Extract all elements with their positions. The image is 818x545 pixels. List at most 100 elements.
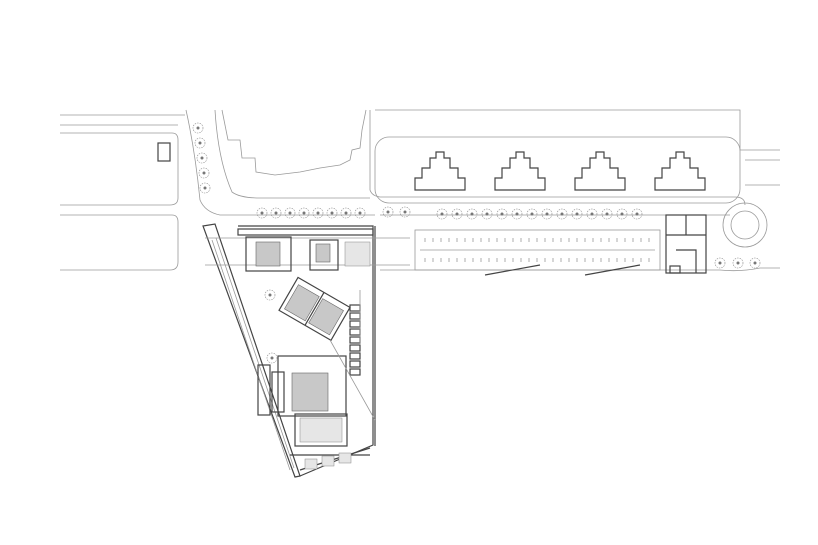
tree-trunk — [575, 212, 579, 216]
tree-canopy — [481, 208, 493, 220]
tree-trunk — [260, 211, 264, 215]
tree-canopy — [451, 208, 463, 220]
tree-trunk — [500, 212, 504, 216]
tree-trunk — [316, 211, 320, 215]
stepped-building — [574, 151, 626, 191]
small-building — [665, 214, 707, 274]
tree-canopy — [382, 206, 394, 218]
tree-trunk — [200, 156, 204, 160]
tree-canopy — [196, 152, 208, 164]
tree-canopy — [541, 208, 553, 220]
tree-canopy — [326, 207, 338, 219]
tree-icon — [312, 207, 324, 219]
tree-canopy — [496, 208, 508, 220]
tree-icon — [192, 122, 204, 134]
parking-area — [414, 229, 661, 276]
stepped-building — [414, 151, 466, 191]
tree-icon — [541, 208, 553, 220]
tree-trunk — [736, 261, 740, 265]
tree-trunk — [196, 126, 200, 130]
room — [349, 336, 361, 344]
tree-icon — [556, 208, 568, 220]
tree-trunk — [288, 211, 292, 215]
room — [349, 304, 361, 312]
tree-canopy — [256, 207, 268, 219]
tree-trunk — [330, 211, 334, 215]
tree-icon — [198, 167, 210, 179]
tree-trunk — [560, 212, 564, 216]
room — [349, 344, 361, 352]
tree-trunk — [198, 141, 202, 145]
tree-canopy — [586, 208, 598, 220]
tree-trunk — [358, 211, 362, 215]
tree-canopy — [466, 208, 478, 220]
tree-icon — [601, 208, 613, 220]
tree-trunk — [545, 212, 549, 216]
tree-canopy — [340, 207, 352, 219]
stepped-building — [654, 151, 706, 191]
tree-trunk — [270, 356, 274, 360]
tree-trunk — [605, 212, 609, 216]
tree-icon — [298, 207, 310, 219]
tree-icon — [196, 152, 208, 164]
tree-trunk — [485, 212, 489, 216]
tree-icon — [256, 207, 268, 219]
stepped-building — [494, 151, 546, 191]
tree-canopy — [194, 137, 206, 149]
tree-canopy — [511, 208, 523, 220]
tree-trunk — [455, 212, 459, 216]
tree-trunk — [274, 211, 278, 215]
tree-canopy — [192, 122, 204, 134]
tree-icon — [399, 206, 411, 218]
tree-trunk — [753, 261, 757, 265]
cultural-complex — [202, 223, 410, 478]
tree-canopy — [436, 208, 448, 220]
tree-icon — [264, 289, 276, 301]
tree-canopy — [571, 208, 583, 220]
tree-trunk — [620, 212, 624, 216]
room — [349, 328, 361, 336]
tree-icon — [194, 137, 206, 149]
tree-canopy — [264, 289, 276, 301]
tree-icon — [732, 257, 744, 269]
tree-canopy — [270, 207, 282, 219]
tree-canopy — [399, 206, 411, 218]
roads — [60, 109, 780, 272]
tree-icon — [284, 207, 296, 219]
tree-canopy — [556, 208, 568, 220]
tree-icon — [382, 206, 394, 218]
existing-building-stepped — [157, 109, 367, 176]
tree-icon — [270, 207, 282, 219]
tree-icon — [714, 257, 726, 269]
tree-canopy — [284, 207, 296, 219]
tree-icon — [526, 208, 538, 220]
tree-canopy — [312, 207, 324, 219]
tree-icon — [496, 208, 508, 220]
tree-icon — [326, 207, 338, 219]
tree-trunk — [403, 210, 407, 214]
tree-trunk — [268, 293, 272, 297]
tree-icon — [466, 208, 478, 220]
tree-icon — [616, 208, 628, 220]
tree-canopy — [266, 352, 278, 364]
room — [349, 320, 361, 328]
tree-icon — [749, 257, 761, 269]
tree-icon — [354, 207, 366, 219]
tree-canopy — [601, 208, 613, 220]
tree-canopy — [732, 257, 744, 269]
tree-canopy — [749, 257, 761, 269]
tree-canopy — [714, 257, 726, 269]
room — [349, 312, 361, 320]
tree-icon — [436, 208, 448, 220]
housing-block — [374, 136, 741, 204]
tree-icon — [451, 208, 463, 220]
tree-icon — [511, 208, 523, 220]
tree-trunk — [386, 210, 390, 214]
tree-canopy — [631, 208, 643, 220]
tree-trunk — [470, 212, 474, 216]
tree-trunk — [635, 212, 639, 216]
room — [349, 368, 361, 376]
tree-canopy — [199, 182, 211, 194]
tree-canopy — [616, 208, 628, 220]
tree-canopy — [198, 167, 210, 179]
